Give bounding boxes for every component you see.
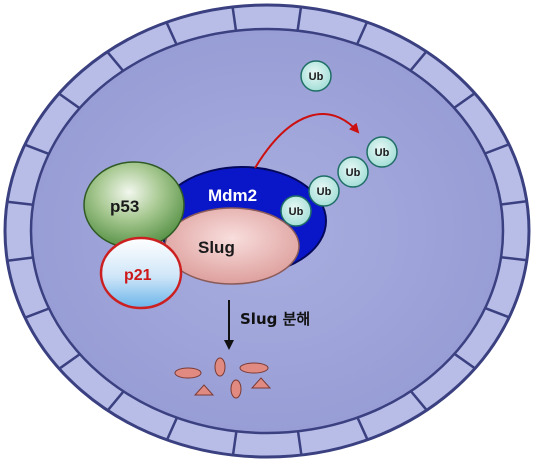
membrane-divider	[296, 431, 303, 456]
membrane-divider	[500, 255, 527, 262]
fragment-oval	[239, 362, 269, 374]
fragment-oval	[174, 367, 202, 379]
degraded-fragments	[174, 357, 272, 399]
membrane-divider	[355, 21, 369, 45]
p21-label: p21	[124, 267, 152, 284]
membrane-divider	[106, 51, 125, 72]
ubiquitin-free: Ub	[300, 60, 332, 92]
membrane-divider	[484, 306, 510, 319]
membrane-divider	[106, 390, 125, 412]
ubiquitin-label: Ub	[289, 206, 304, 218]
membrane-divider	[24, 143, 50, 156]
membrane-divider	[231, 6, 238, 31]
membrane-divider	[409, 390, 428, 411]
ubiquitin-3: Ub	[337, 156, 369, 188]
fragment-triangle	[250, 377, 272, 389]
membrane-divider	[409, 50, 428, 72]
ubiquitin-chain: Ub Ub Ub Ub	[280, 136, 398, 227]
ubiquitin-label: Ub	[317, 186, 332, 198]
membrane-divider	[296, 6, 303, 31]
membrane-divider	[484, 143, 510, 155]
membrane-divider	[7, 200, 34, 207]
slug-label: Slug	[198, 238, 235, 257]
membrane-divider	[24, 307, 50, 319]
ubiquitin-label: Ub	[375, 147, 390, 159]
ubiquitin-4: Ub	[366, 136, 398, 168]
membrane-divider	[58, 92, 81, 110]
membrane-divider	[165, 417, 179, 441]
membrane-segments	[7, 6, 527, 456]
membrane-divider	[58, 353, 81, 370]
membrane-divider	[500, 200, 527, 206]
degradation-caption: Slug 분해	[240, 310, 310, 328]
ubiquitin-label: Ub	[346, 167, 361, 179]
mdm2-label: Mdm2	[208, 186, 257, 205]
membrane-divider	[453, 92, 476, 109]
fragment-triangle	[193, 384, 215, 396]
fragment-oval	[214, 357, 226, 377]
membrane-divider	[7, 256, 34, 262]
ubiquitin-1: Ub	[280, 195, 312, 227]
p21-protein	[99, 236, 183, 310]
membrane-divider	[453, 352, 476, 370]
ubiquitin-2: Ub	[308, 175, 340, 207]
membrane-divider	[231, 431, 238, 456]
membrane-divider	[165, 21, 178, 45]
fragment-oval	[230, 379, 242, 399]
membrane-divider	[356, 417, 369, 441]
p53-label: p53	[110, 197, 139, 216]
ubiquitination-arrow	[254, 113, 360, 169]
ubiquitin-label: Ub	[309, 71, 324, 83]
